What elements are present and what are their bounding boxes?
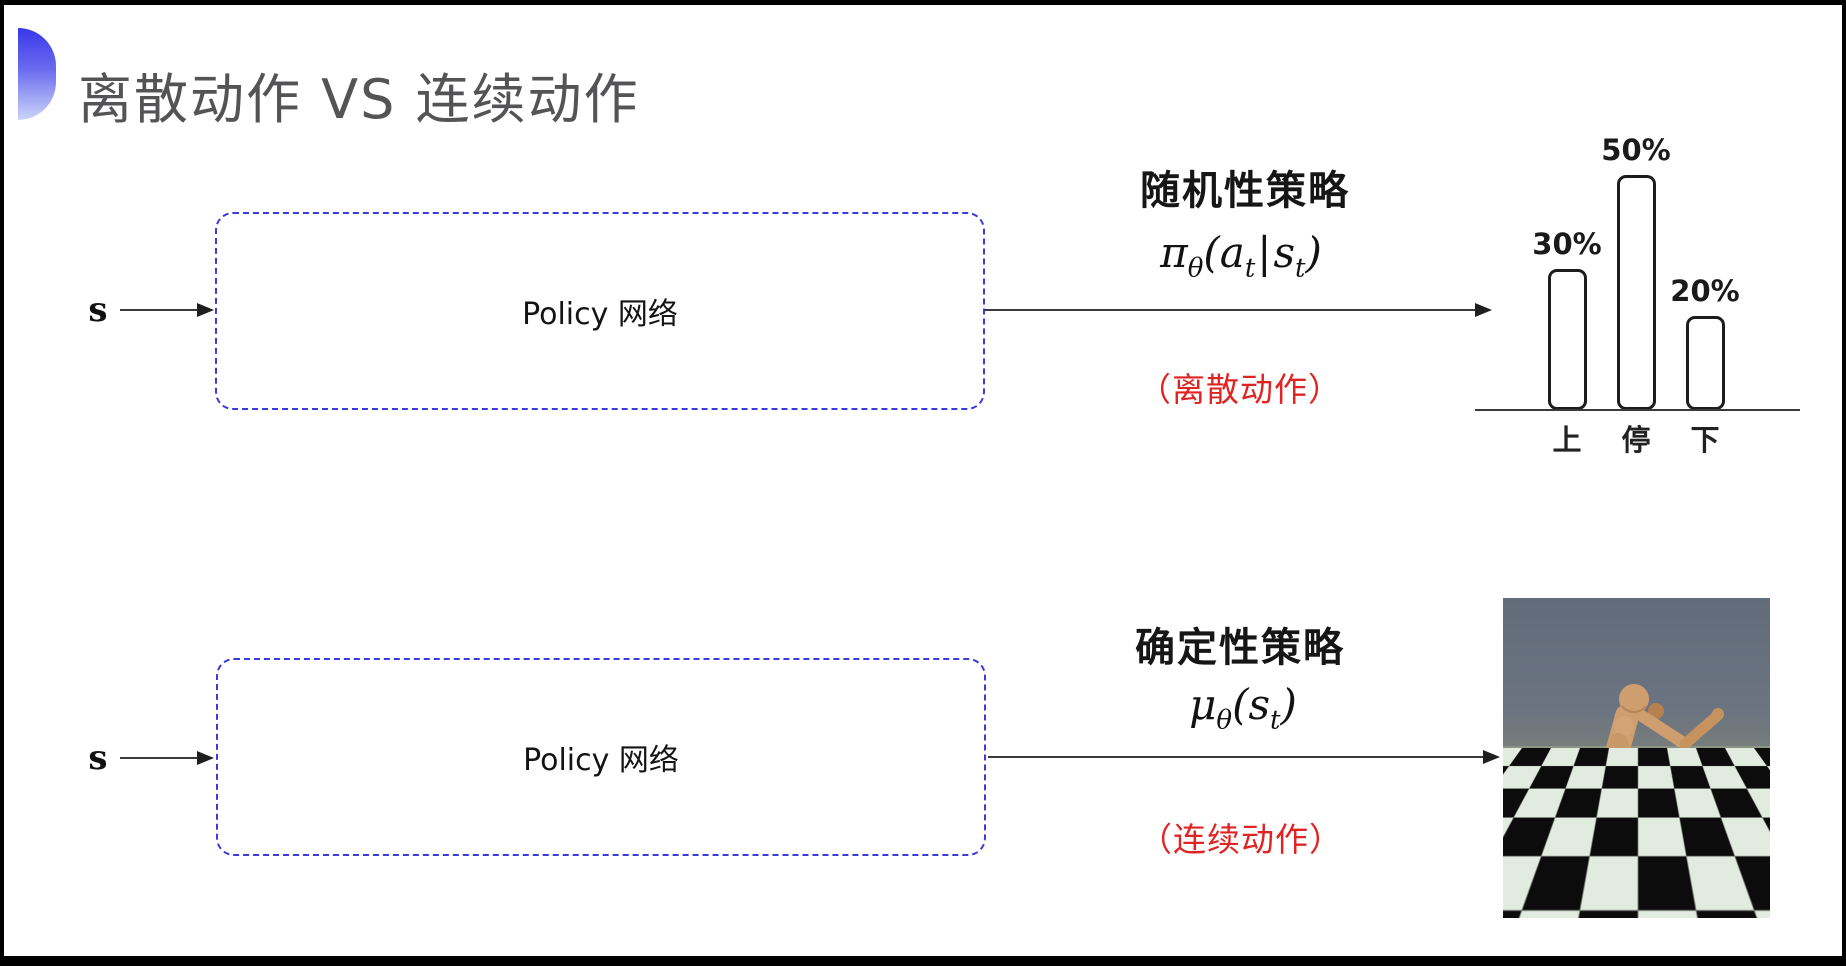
- bar-category-label: 停: [1621, 423, 1651, 457]
- humanoid-figure: [1553, 684, 1724, 903]
- formula-theta-sub: θ: [1216, 705, 1233, 736]
- sim-horizon-haze: [1503, 746, 1770, 788]
- policy-network-box-top: Policy 网络: [215, 212, 985, 410]
- bar-value-label: 30%: [1532, 227, 1602, 261]
- discrete-action-note: （离散动作）: [1138, 370, 1342, 409]
- bar-value-label: 50%: [1601, 133, 1671, 167]
- sim-sky: [1503, 598, 1770, 763]
- formula-arg2: s: [1273, 228, 1296, 277]
- formula-arg2-sub: t: [1295, 253, 1306, 284]
- bar-column: 20%: [1670, 274, 1740, 410]
- bar-column: 50%: [1601, 133, 1671, 410]
- action-probability-bar-chart: 30% 50% 20% 上 停 下: [1475, 100, 1800, 470]
- formula-symbol: μ: [1189, 680, 1217, 729]
- title-bullet-icon: [18, 28, 56, 120]
- formula-close-paren: ): [1280, 680, 1297, 729]
- probability-bar: [1616, 175, 1656, 410]
- probability-bar: [1547, 269, 1587, 410]
- bar-category-label: 下: [1690, 423, 1720, 457]
- formula-arg1-sub: t: [1244, 253, 1256, 284]
- deterministic-policy-formula: μθ(st): [1033, 680, 1453, 733]
- slide: 离散动作 VS 连续动作 s Policy 网络 随机性策略 πθ(at|st)…: [4, 5, 1842, 956]
- formula-arg1: s: [1248, 680, 1271, 729]
- state-input-label-bottom: s: [88, 738, 108, 778]
- bar-category-label: 上: [1552, 423, 1582, 457]
- policy-network-label-bottom: Policy 网络: [523, 743, 679, 778]
- page-title: 离散动作 VS 连续动作: [78, 68, 640, 131]
- deterministic-policy-title: 确定性策略: [1135, 625, 1345, 671]
- bar-column: 30%: [1532, 227, 1602, 410]
- bar-value-label: 20%: [1670, 274, 1740, 308]
- formula-close-paren: ): [1305, 228, 1322, 277]
- formula-open-paren: (: [1203, 228, 1220, 277]
- state-input-label-top: s: [88, 290, 108, 330]
- stochastic-policy-formula: πθ(at|st): [1031, 228, 1451, 281]
- formula-theta-sub: θ: [1187, 253, 1204, 284]
- humanoid-simulation-image: [1503, 598, 1770, 918]
- stochastic-policy-title: 随机性策略: [1140, 168, 1350, 214]
- formula-arg1-sub: t: [1270, 705, 1281, 736]
- policy-network-label-top: Policy 网络: [522, 297, 678, 332]
- formula-symbol: π: [1160, 228, 1188, 277]
- probability-bar: [1685, 316, 1725, 410]
- formula-conditional-bar: |: [1257, 228, 1272, 277]
- policy-network-box-bottom: Policy 网络: [216, 658, 986, 856]
- continuous-action-note: （连续动作）: [1139, 820, 1343, 859]
- formula-open-paren: (: [1232, 680, 1249, 729]
- chart-baseline: [1475, 409, 1800, 411]
- formula-arg1: a: [1219, 228, 1245, 277]
